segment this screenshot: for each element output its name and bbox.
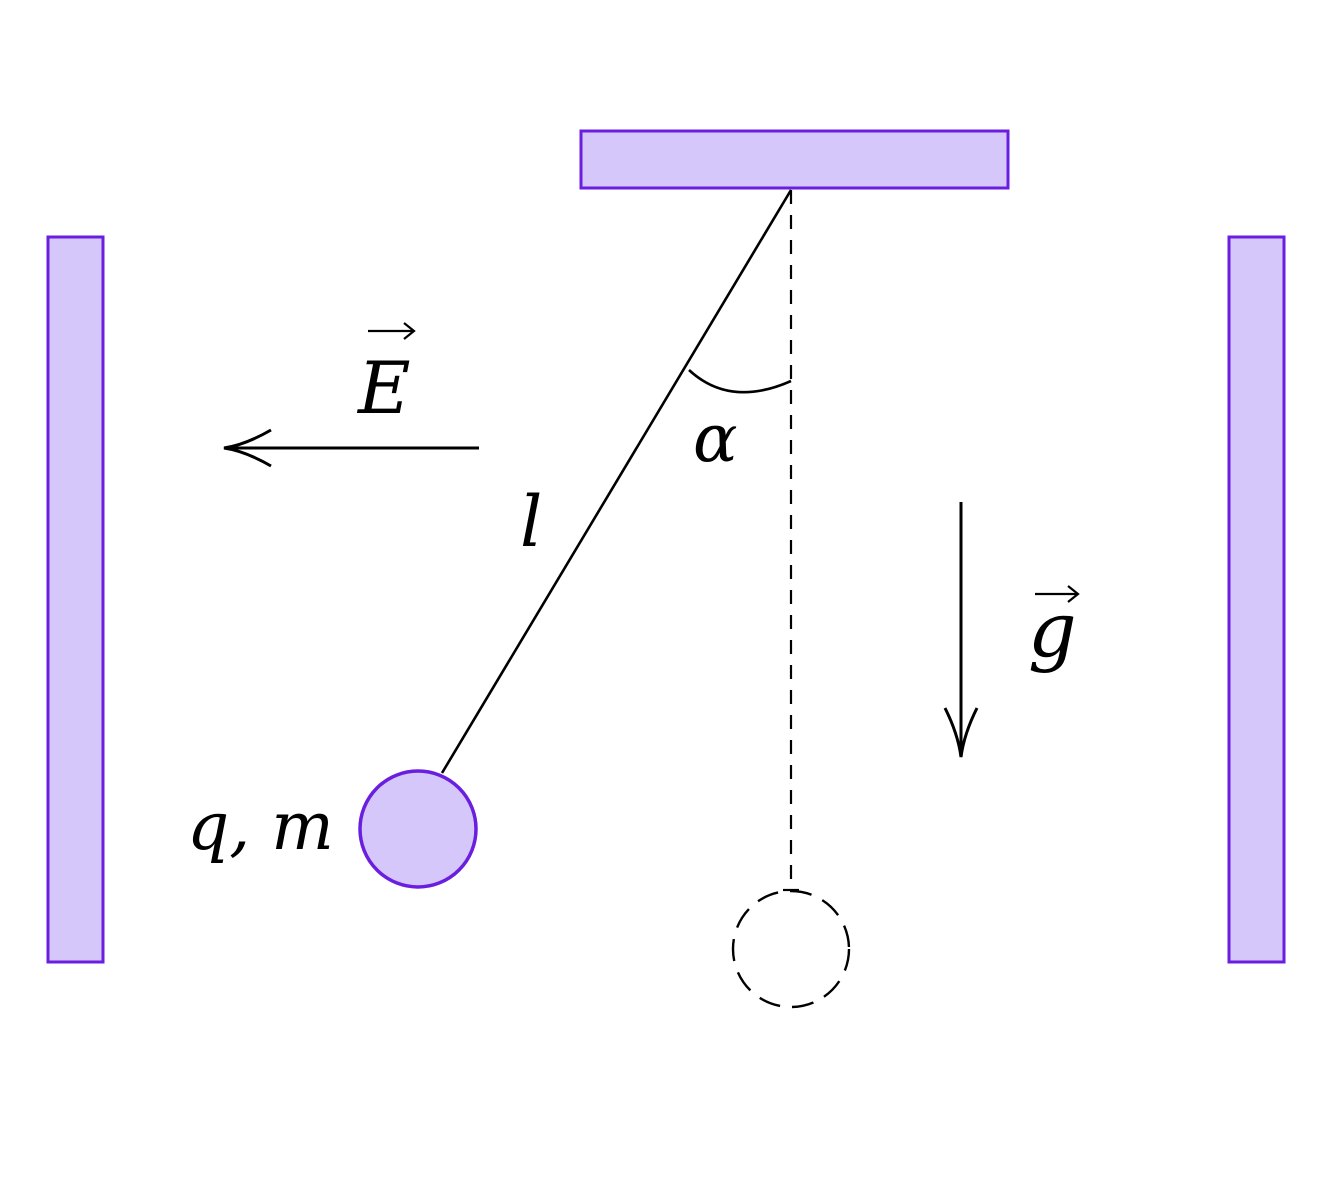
- length-label: l: [520, 481, 542, 563]
- left-plate: [46, 235, 105, 964]
- field-vector-hat-head: [403, 322, 416, 340]
- ceiling-support: [579, 129, 1010, 190]
- gravity-label: g: [1028, 585, 1077, 674]
- angle-label: α: [693, 400, 738, 477]
- charge-mass-label: q, m: [187, 788, 334, 865]
- electric-field-arrowhead: [223, 428, 272, 468]
- right-plate: [1227, 235, 1286, 964]
- angle-arc: [688, 369, 792, 394]
- equilibrium-ball-outline: [731, 889, 851, 1009]
- pendulum-string: [440, 189, 793, 774]
- gravity-arrowhead: [943, 707, 979, 758]
- charged-ball: [358, 769, 478, 889]
- gravity-vector-hat-head: [1067, 585, 1080, 603]
- field-label: E: [356, 346, 411, 430]
